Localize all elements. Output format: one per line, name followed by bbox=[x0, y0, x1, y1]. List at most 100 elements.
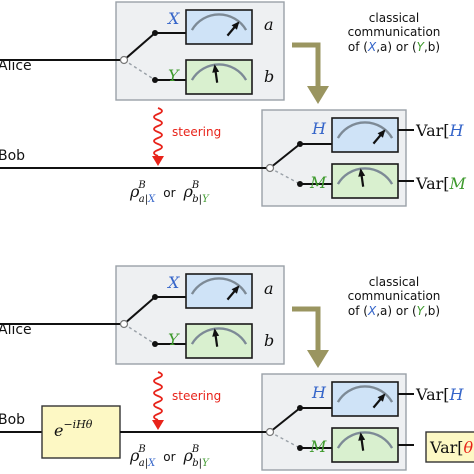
meter-dial-arc bbox=[336, 167, 394, 185]
outcome-b: b bbox=[264, 331, 274, 350]
rho-sub-2: b| bbox=[192, 458, 202, 469]
comm-arrow-shaft bbox=[292, 42, 321, 88]
meter-dial-arc bbox=[336, 385, 394, 403]
comm-line1: classical bbox=[369, 11, 419, 25]
meter-needle-head bbox=[358, 432, 366, 441]
comm-arrow-shaft bbox=[292, 306, 321, 352]
var-top: Var[H bbox=[415, 385, 465, 404]
comm-of: of ( bbox=[348, 304, 368, 318]
steering-label: steering bbox=[172, 389, 221, 403]
rho-sub-1-var: X bbox=[147, 194, 156, 205]
comm-y: Y bbox=[417, 304, 426, 318]
bob-switch-pivot bbox=[265, 427, 275, 437]
alice-switch-pivot bbox=[119, 319, 129, 329]
bob-h-label: H bbox=[311, 119, 327, 138]
comm-of: of ( bbox=[348, 40, 368, 54]
rho-symbol-2: ρ bbox=[183, 446, 194, 465]
meter-frame bbox=[331, 427, 399, 463]
var-bottom-prefix: Var[ bbox=[415, 174, 450, 193]
alice-meter-x bbox=[185, 9, 253, 45]
rho-symbol-2: ρ bbox=[183, 182, 194, 201]
meter-needle-head bbox=[212, 64, 220, 73]
var-top-var: H bbox=[449, 121, 465, 140]
rho-symbol-1: ρ bbox=[129, 446, 140, 465]
meter-needle-head bbox=[231, 285, 240, 294]
steering-wavy-arrow bbox=[153, 107, 163, 157]
bob-h-contact bbox=[297, 141, 303, 147]
rho-sub-1: a| bbox=[139, 194, 148, 205]
meter-frame bbox=[185, 59, 253, 95]
bob-m-label: M bbox=[309, 173, 327, 192]
meter-frame bbox=[331, 163, 399, 199]
bob-label: Bob bbox=[0, 148, 25, 164]
steering-wavy-arrow bbox=[153, 371, 163, 421]
comm-arrow-head bbox=[307, 350, 329, 368]
outcome-b: b bbox=[264, 67, 274, 86]
alice-y-contact bbox=[152, 77, 158, 83]
meter-dial-arc bbox=[336, 121, 394, 139]
outcome-a: a bbox=[264, 279, 274, 298]
meter-frame bbox=[185, 323, 253, 359]
alice-y-contact bbox=[152, 341, 158, 347]
alice-meter-y bbox=[185, 59, 253, 95]
alice-x-label: X bbox=[166, 9, 180, 28]
var-top: Var[H bbox=[415, 121, 465, 140]
comm-a: ,a) or ( bbox=[376, 40, 416, 54]
var-bottom-highlight bbox=[425, 431, 474, 463]
bob-h-label: H bbox=[311, 383, 327, 402]
rho-sup-1: B bbox=[137, 444, 145, 455]
bob-meter-m bbox=[331, 427, 399, 463]
alice-y-label: Y bbox=[168, 330, 180, 349]
meter-dial-arc bbox=[190, 63, 248, 81]
bob-meter-h bbox=[331, 117, 399, 153]
bob-h-contact bbox=[297, 405, 303, 411]
comm-b: ,b) bbox=[424, 40, 440, 54]
outcome-a: a bbox=[264, 15, 274, 34]
rho-sub-2-var: Y bbox=[202, 194, 210, 205]
rho-sup-1: B bbox=[137, 180, 145, 191]
var-bottom: Var[M bbox=[415, 174, 467, 193]
comm-line2: communication bbox=[348, 289, 441, 303]
comm-x: X bbox=[367, 304, 377, 318]
alice-meter-y bbox=[185, 323, 253, 359]
rho-sub-1: a| bbox=[139, 458, 148, 469]
comm-y: Y bbox=[417, 40, 426, 54]
rho-sup-2: B bbox=[191, 444, 199, 455]
rho-sub-2: b| bbox=[192, 194, 202, 205]
meter-needle-head bbox=[358, 168, 366, 177]
comm-line3: of (X,a) or (Y,b) bbox=[348, 304, 440, 318]
var-bottom-prefix: Var[ bbox=[429, 438, 464, 457]
comm-arrow-head bbox=[307, 86, 329, 104]
steering-arrow-head bbox=[152, 420, 164, 430]
alice-switch-arm bbox=[123, 296, 156, 325]
bob-meter-m bbox=[331, 163, 399, 199]
unitary-exponent: −iHθ bbox=[63, 418, 92, 431]
meter-dial-arc bbox=[336, 431, 394, 449]
comm-line3: of (X,a) or (Y,b) bbox=[348, 40, 440, 54]
unitary-base: e bbox=[54, 421, 63, 440]
alice-label: Alice bbox=[0, 322, 32, 338]
bob-m-label: M bbox=[309, 437, 327, 456]
meter-needle-head bbox=[231, 21, 240, 30]
meter-dial-arc bbox=[190, 13, 248, 31]
meter-needle-head bbox=[377, 393, 386, 402]
comm-line1: classical bbox=[369, 275, 419, 289]
steering-label: steering bbox=[172, 125, 221, 139]
unitary-label: e−iHθ bbox=[54, 418, 93, 440]
meter-frame bbox=[185, 9, 253, 45]
meter-frame bbox=[185, 273, 253, 309]
comm-x: X bbox=[367, 40, 377, 54]
var-bottom-var: M bbox=[449, 174, 467, 193]
alice-x-label: X bbox=[166, 273, 180, 292]
meter-frame bbox=[331, 381, 399, 417]
var-bottom: Var[θ bbox=[429, 438, 474, 457]
meter-needle-head bbox=[377, 129, 386, 138]
alice-label: Alice bbox=[0, 58, 32, 74]
meter-dial-arc bbox=[190, 327, 248, 345]
bob-label: Bob bbox=[0, 412, 25, 428]
